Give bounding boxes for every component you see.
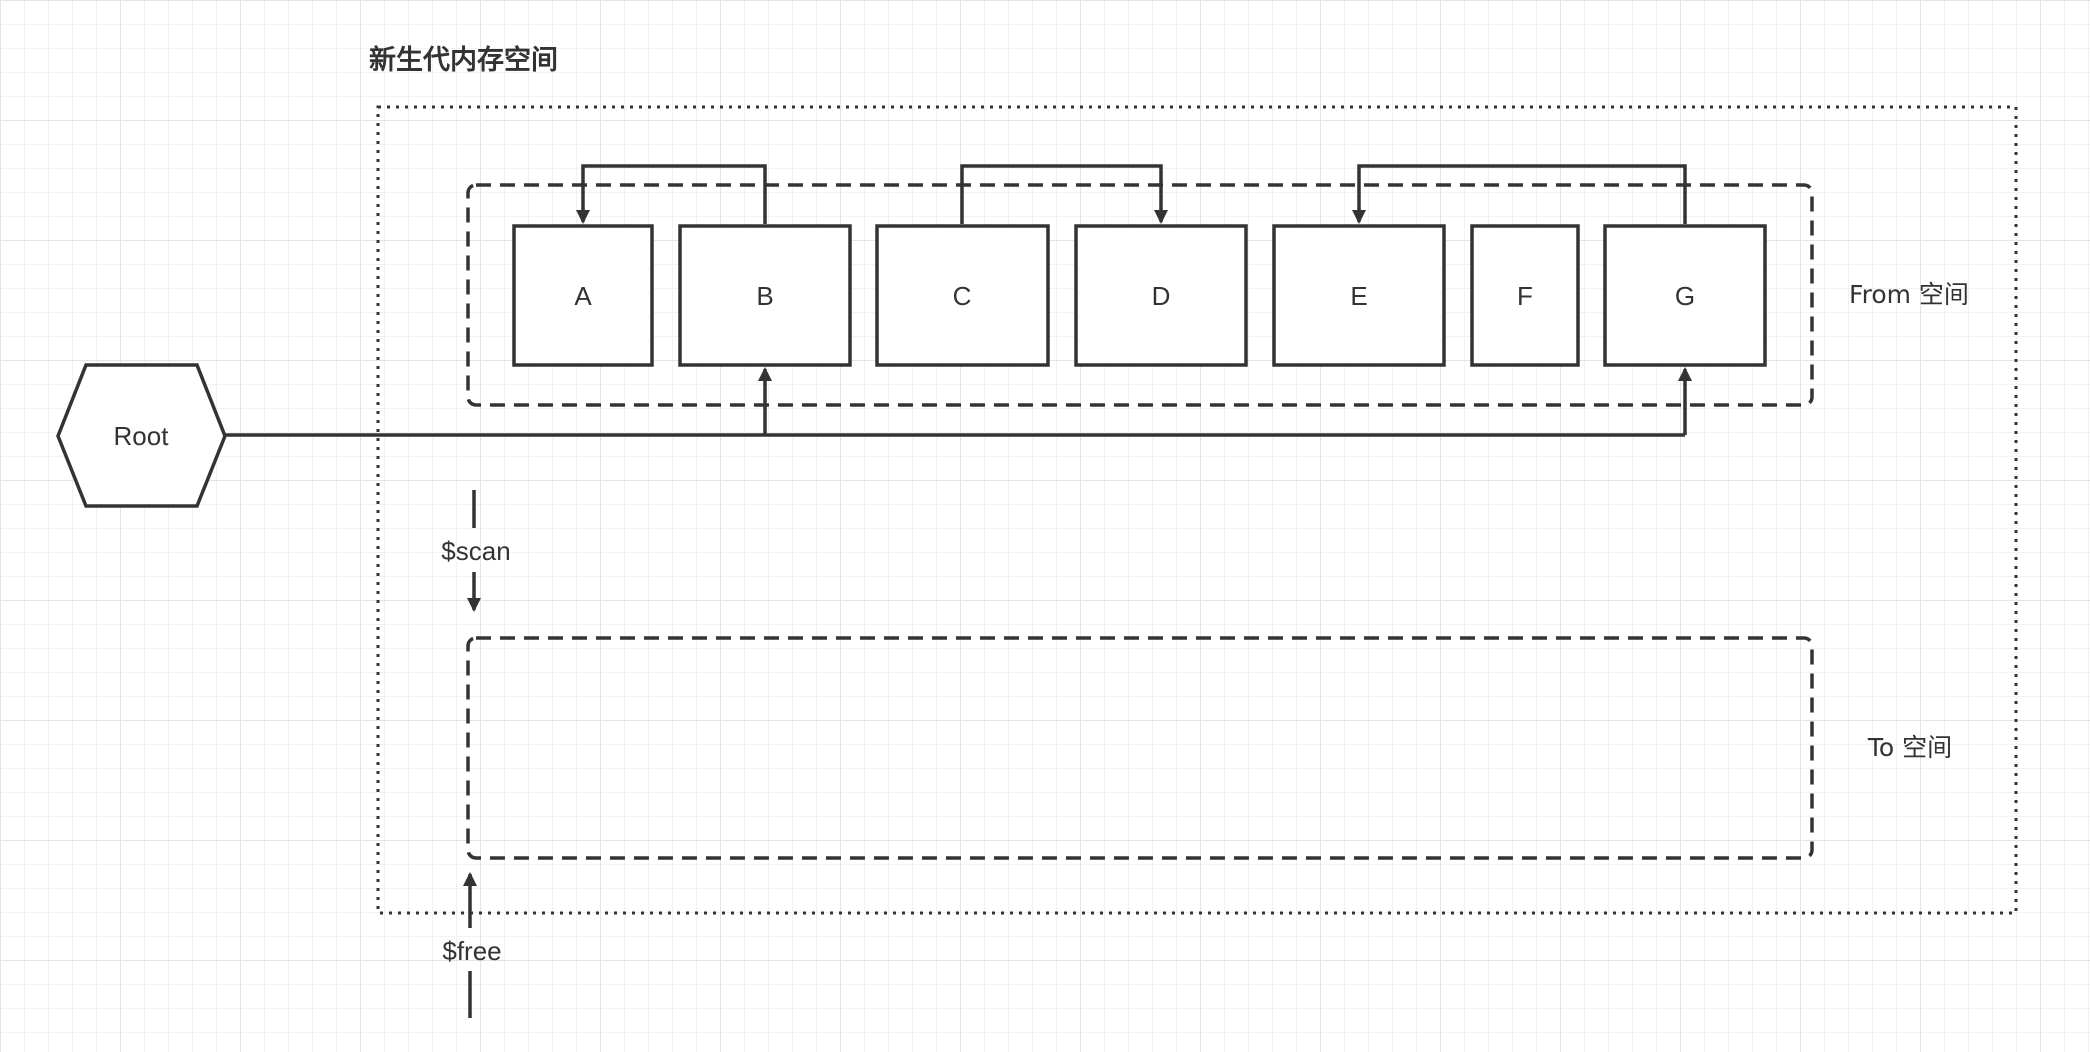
reference-b-to-a-arrow — [576, 164, 767, 224]
object-label: E — [1350, 281, 1367, 311]
object-c: C — [875, 224, 1050, 367]
free-pointer-label: $free — [442, 936, 501, 966]
object-label: D — [1152, 281, 1171, 311]
object-label: G — [1675, 281, 1695, 311]
scan-pointer: $scan — [441, 490, 511, 612]
root-label: Root — [114, 421, 170, 451]
object-b: B — [678, 224, 852, 367]
free-pointer: $free — [442, 872, 502, 1018]
from-space-label: From 空间 — [1849, 280, 1969, 309]
diagram-title: 新生代内存空间 — [369, 44, 558, 76]
object-a: A — [512, 224, 654, 367]
object-label: C — [953, 281, 972, 311]
scan-pointer-label: $scan — [441, 536, 510, 566]
object-e: E — [1272, 224, 1446, 367]
root-node: Root — [56, 363, 227, 508]
from-space-container — [466, 183, 1814, 407]
reference-g-to-e-arrow — [1352, 164, 1687, 224]
object-f: F — [1470, 224, 1580, 367]
object-label: B — [756, 281, 773, 311]
object-g: G — [1603, 224, 1767, 367]
object-d: D — [1074, 224, 1248, 367]
to-space-container — [466, 636, 1814, 860]
young-generation-space — [376, 105, 2018, 915]
to-space-label: To 空间 — [1867, 733, 1952, 762]
object-label: A — [574, 281, 592, 311]
object-label: F — [1517, 281, 1533, 311]
reference-c-to-d-arrow — [960, 164, 1168, 224]
